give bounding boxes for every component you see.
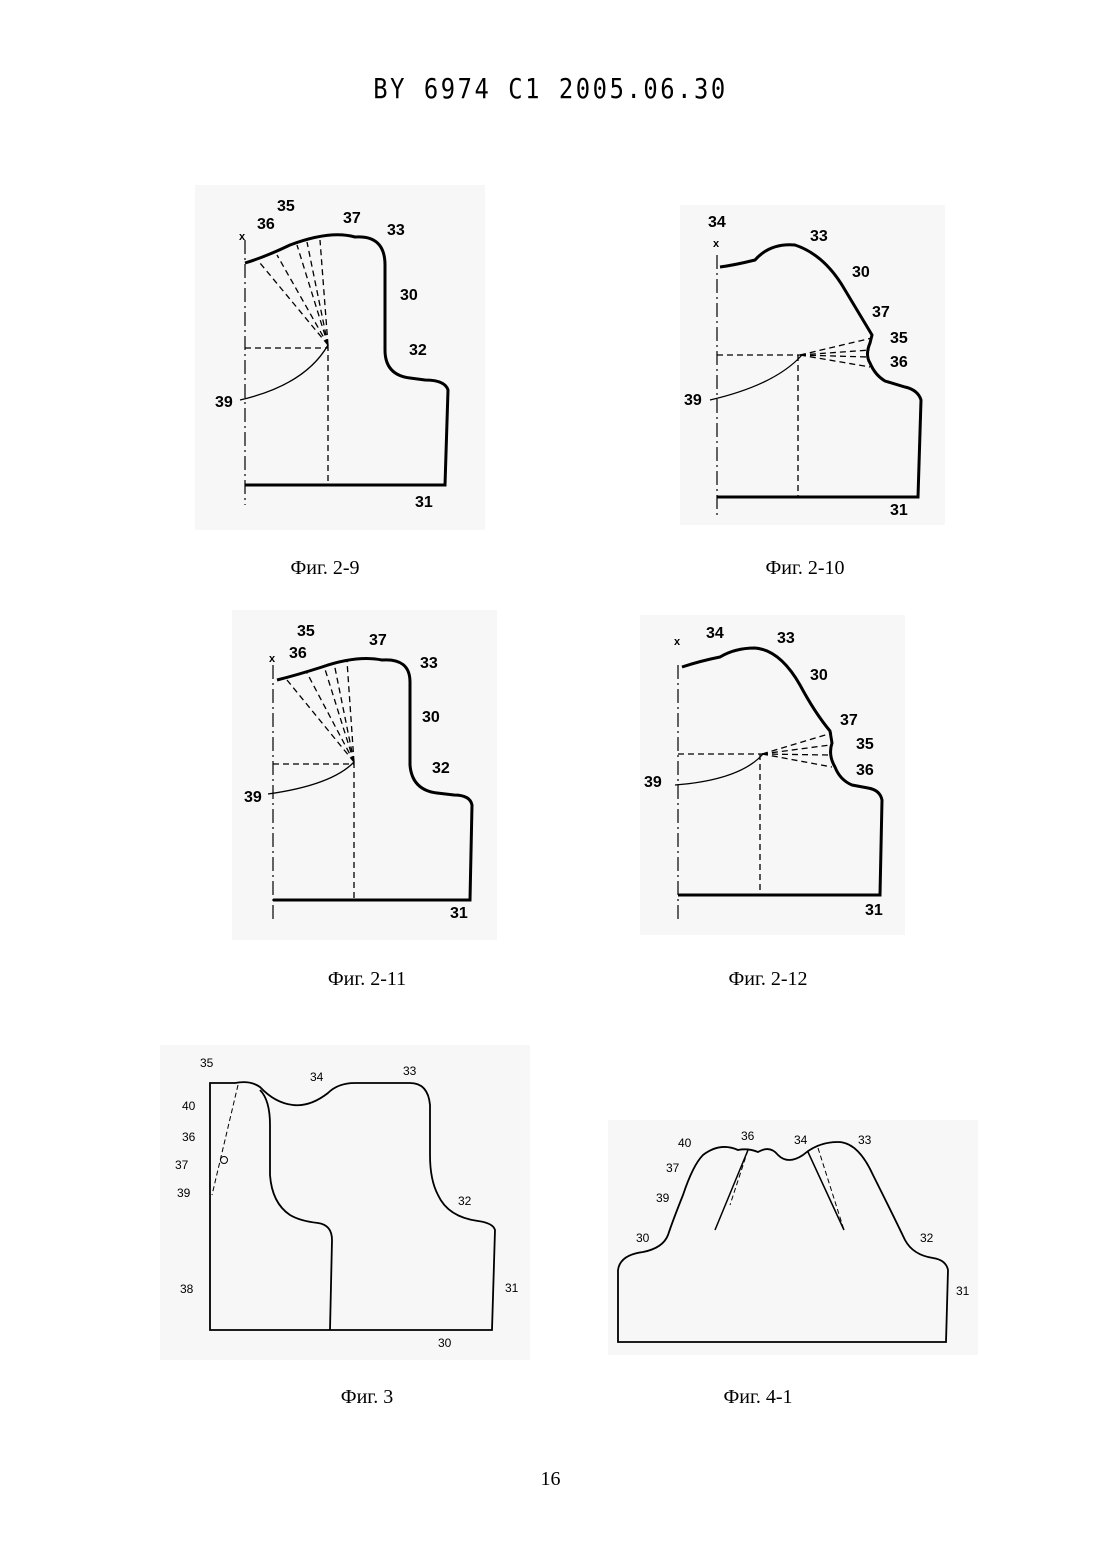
figure-3-caption: Фиг. 3 bbox=[267, 1386, 467, 1409]
figure-4-1-caption: Фиг. 4-1 bbox=[658, 1386, 858, 1409]
label-40: 40 bbox=[678, 1136, 692, 1150]
axis-x-label: x bbox=[269, 653, 276, 665]
label-34: 34 bbox=[794, 1133, 808, 1147]
label-39: 39 bbox=[177, 1186, 191, 1200]
figure-4-1-drawing: 40 36 34 33 37 39 30 32 31 bbox=[608, 1120, 978, 1355]
figure-2-10-drawing: x 34 33 30 37 35 36 39 31 bbox=[680, 205, 945, 525]
figure-2-12-drawing: x 34 33 30 37 35 36 39 31 bbox=[640, 615, 905, 935]
label-36: 36 bbox=[856, 762, 874, 779]
label-33: 33 bbox=[777, 630, 795, 647]
axis-x-label: x bbox=[239, 231, 246, 243]
label-30: 30 bbox=[852, 264, 870, 281]
label-30: 30 bbox=[810, 667, 828, 684]
figure-2-11-caption: Фиг. 2-11 bbox=[267, 968, 467, 991]
label-36: 36 bbox=[741, 1129, 755, 1143]
label-34: 34 bbox=[708, 214, 726, 231]
label-36: 36 bbox=[182, 1130, 196, 1144]
label-40: 40 bbox=[182, 1099, 196, 1113]
label-31: 31 bbox=[505, 1281, 519, 1295]
label-30: 30 bbox=[636, 1231, 650, 1245]
label-35: 35 bbox=[200, 1056, 214, 1070]
label-31: 31 bbox=[450, 905, 468, 922]
label-33: 33 bbox=[858, 1133, 872, 1147]
label-30: 30 bbox=[400, 287, 418, 304]
label-31: 31 bbox=[956, 1284, 970, 1298]
label-39: 39 bbox=[656, 1191, 670, 1205]
label-36: 36 bbox=[289, 645, 307, 662]
label-36: 36 bbox=[890, 354, 908, 371]
figure-2-11-drawing: x 35 36 37 33 30 32 39 31 bbox=[232, 610, 497, 940]
figure-3-drawing: 35 34 33 40 36 37 39 32 38 31 30 bbox=[160, 1045, 530, 1360]
label-31: 31 bbox=[415, 494, 433, 511]
label-39: 39 bbox=[644, 774, 662, 791]
label-35: 35 bbox=[297, 623, 315, 640]
label-34: 34 bbox=[310, 1070, 324, 1084]
label-33: 33 bbox=[403, 1064, 417, 1078]
label-32: 32 bbox=[458, 1194, 472, 1208]
label-37: 37 bbox=[343, 210, 361, 227]
label-38: 38 bbox=[180, 1282, 194, 1296]
figure-2-12-caption: Фиг. 2-12 bbox=[668, 968, 868, 991]
label-37: 37 bbox=[840, 712, 858, 729]
label-31: 31 bbox=[890, 502, 908, 519]
label-39: 39 bbox=[215, 394, 233, 411]
label-30: 30 bbox=[422, 709, 440, 726]
axis-x-label: x bbox=[674, 636, 681, 648]
page-number: 16 bbox=[0, 1468, 1101, 1491]
axis-x-label: x bbox=[713, 238, 720, 250]
label-37: 37 bbox=[175, 1158, 189, 1172]
label-36: 36 bbox=[257, 216, 275, 233]
label-39: 39 bbox=[684, 392, 702, 409]
label-37: 37 bbox=[872, 304, 890, 321]
label-35: 35 bbox=[277, 198, 295, 215]
label-30: 30 bbox=[438, 1336, 452, 1350]
label-34: 34 bbox=[706, 625, 724, 642]
label-33: 33 bbox=[810, 228, 828, 245]
label-39: 39 bbox=[244, 789, 262, 806]
label-33: 33 bbox=[387, 222, 405, 239]
label-35: 35 bbox=[856, 736, 874, 753]
label-32: 32 bbox=[920, 1231, 934, 1245]
label-31: 31 bbox=[865, 902, 883, 919]
label-35: 35 bbox=[890, 330, 908, 347]
label-33: 33 bbox=[420, 655, 438, 672]
figure-2-9-drawing: x 35 36 37 33 30 32 39 31 bbox=[195, 185, 485, 530]
figure-2-10-caption: Фиг. 2-10 bbox=[705, 557, 905, 580]
label-32: 32 bbox=[432, 760, 450, 777]
figure-2-9-caption: Фиг. 2-9 bbox=[225, 557, 425, 580]
label-37: 37 bbox=[666, 1161, 680, 1175]
patent-header: BY 6974 C1 2005.06.30 bbox=[83, 72, 1019, 105]
label-37: 37 bbox=[369, 632, 387, 649]
label-32: 32 bbox=[409, 342, 427, 359]
